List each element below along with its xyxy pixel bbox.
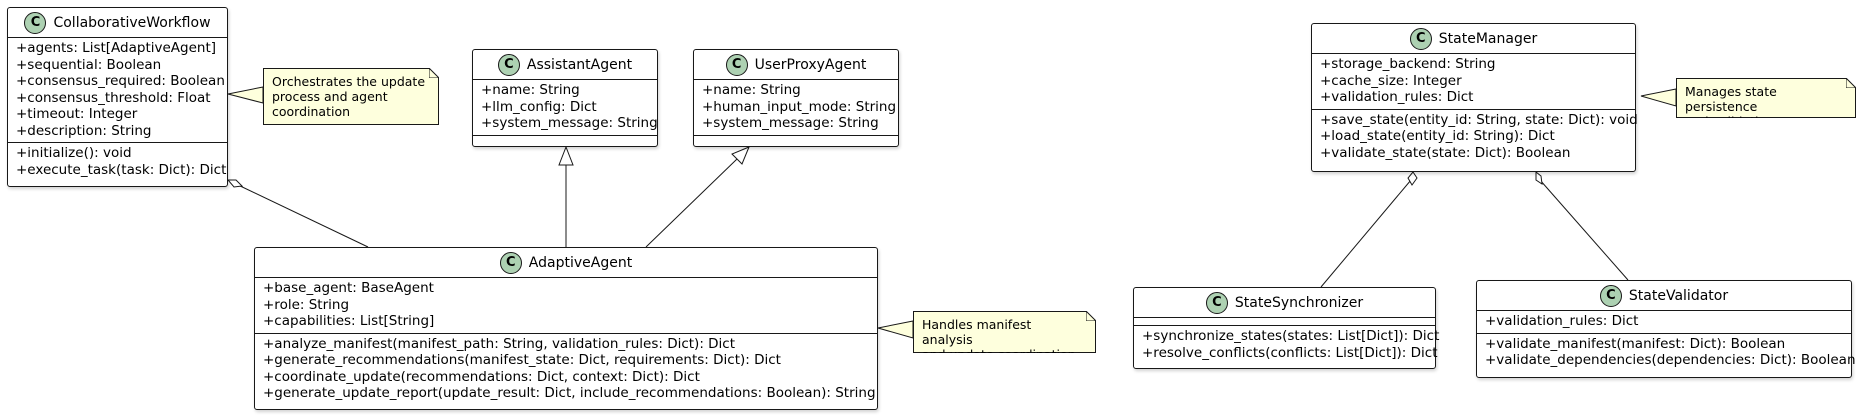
attribute: +base_agent: BaseAgent <box>263 280 434 296</box>
class-header: C AdaptiveAgent <box>255 248 877 278</box>
class-header: C UserProxyAgent <box>694 50 898 80</box>
aggregation-line-validator <box>1539 179 1629 281</box>
attribute: +role: String <box>263 296 350 313</box>
class-header: C CollaborativeWorkflow <box>8 8 227 38</box>
class-attributes: +validation_rules: Dict <box>1477 311 1851 334</box>
attribute: +validation_rules: Dict <box>1485 313 1639 329</box>
inheritance-arrow-assistant <box>558 145 574 166</box>
class-name: StateManager <box>1438 30 1538 47</box>
inheritance-arrow-userproxy <box>731 146 750 165</box>
attribute: +capabilities: List[String] <box>263 313 435 329</box>
method: +generate_update_report(update_result: D… <box>263 385 876 401</box>
inheritance-line-userproxy <box>645 158 738 248</box>
note-line: Manages state persistence <box>1685 84 1777 114</box>
attribute: +timeout: Integer <box>16 106 138 122</box>
class-name: StateValidator <box>1628 287 1729 304</box>
attribute: +agents: List[AdaptiveAgent] <box>16 40 217 56</box>
method: +initialize(): void <box>16 145 132 161</box>
method: +synchronize_states(states: List[Dict]):… <box>1142 328 1440 344</box>
note-fold-corner <box>429 68 439 78</box>
class-name: CollaborativeWorkflow <box>53 14 211 31</box>
note-line: Orchestrates the update <box>272 74 426 89</box>
method: +validate_manifest(manifest: Dict): Bool… <box>1485 335 1786 352</box>
attribute: +sequential: Boolean <box>16 56 162 73</box>
class-methods: +initialize(): void +execute_task(task: … <box>8 143 227 181</box>
method: +execute_task(task: Dict): Dict <box>16 161 227 178</box>
class-name: AssistantAgent <box>526 56 633 73</box>
note-pointer-state <box>1640 88 1677 107</box>
class-c-icon: C <box>1409 27 1432 50</box>
aggregation-line-synchronizer <box>1320 179 1412 288</box>
class-methods: +save_state(entity_id: String, state: Di… <box>1312 110 1638 165</box>
class-collaborative-workflow[interactable]: C CollaborativeWorkflow +agents: List[Ad… <box>7 7 228 187</box>
class-header: C StateValidator <box>1477 281 1851 311</box>
class-c-icon: C <box>1599 284 1622 307</box>
class-attributes: +base_agent: BaseAgent +role: String +ca… <box>255 278 877 334</box>
class-state-validator[interactable]: C StateValidator +validation_rules: Dict… <box>1476 280 1856 378</box>
class-c-icon: C <box>499 251 522 274</box>
method: +validate_state(state: Dict): Boolean <box>1320 144 1571 161</box>
note-adaptive-agent: Handles manifest analysis and update coo… <box>913 311 1096 353</box>
class-attributes <box>1134 318 1435 326</box>
method: +save_state(entity_id: String, state: Di… <box>1320 111 1638 128</box>
aggregation-line-workflow-agent <box>235 183 369 248</box>
attribute: +description: String <box>16 122 152 139</box>
method: +coordinate_update(recommendations: Dict… <box>263 368 700 385</box>
class-state-manager[interactable]: C StateManager +storage_backend: String … <box>1311 23 1638 172</box>
class-adaptive-agent[interactable]: C AdaptiveAgent +base_agent: BaseAgent +… <box>254 247 878 410</box>
class-name: UserProxyAgent <box>754 56 867 73</box>
class-methods: +synchronize_states(states: List[Dict]):… <box>1134 326 1440 364</box>
method: +resolve_conflicts(conflicts: List[Dict]… <box>1142 344 1438 361</box>
class-name: StateSynchronizer <box>1234 294 1364 311</box>
note-line: process and agent <box>272 89 388 104</box>
class-attributes: +storage_backend: String +cache_size: In… <box>1312 54 1635 110</box>
aggregation-diamond-validator <box>1535 170 1543 186</box>
note-line: Handles manifest analysis <box>922 317 1032 347</box>
note-workflow: Orchestrates the update process and agen… <box>263 68 439 125</box>
class-attributes: +name: String +llm_config: Dict +system_… <box>473 80 658 136</box>
class-methods <box>694 136 898 144</box>
attribute: +system_message: String <box>702 115 879 131</box>
note-pointer-workflow <box>227 86 264 104</box>
class-c-icon: C <box>1205 291 1228 314</box>
attribute: +llm_config: Dict <box>481 98 597 115</box>
aggregation-diamond-workflow <box>226 179 244 188</box>
method: +validate_dependencies(dependencies: Dic… <box>1485 352 1856 368</box>
class-attributes: +agents: List[AdaptiveAgent] +sequential… <box>8 38 227 143</box>
class-header: C AssistantAgent <box>473 50 657 80</box>
class-header: C StateManager <box>1312 24 1635 54</box>
aggregation-diamond-synchronizer <box>1407 171 1418 186</box>
class-attributes: +name: String +human_input_mode: String … <box>694 80 898 136</box>
attribute: +consensus_required: Boolean <box>16 73 225 89</box>
class-methods: +analyze_manifest(manifest_path: String,… <box>255 334 877 405</box>
class-c-icon: C <box>725 53 748 76</box>
attribute: +consensus_threshold: Float <box>16 89 211 106</box>
class-assistant-agent[interactable]: C AssistantAgent +name: String +llm_conf… <box>472 49 658 147</box>
class-state-synchronizer[interactable]: C StateSynchronizer +synchronize_states(… <box>1133 287 1440 369</box>
class-methods: +validate_manifest(manifest: Dict): Bool… <box>1477 334 1856 372</box>
attribute: +cache_size: Integer <box>1320 72 1462 89</box>
note-fold-corner <box>1846 78 1856 88</box>
class-methods <box>473 136 657 144</box>
class-name: AdaptiveAgent <box>528 254 633 271</box>
attribute: +name: String <box>702 82 801 98</box>
note-state-manager: Manages state persistence and validation <box>1676 78 1856 118</box>
method: +analyze_manifest(manifest_path: String,… <box>263 335 736 352</box>
note-line: coordination <box>272 104 351 119</box>
method: +load_state(entity_id: String): Dict <box>1320 128 1555 144</box>
class-user-proxy-agent[interactable]: C UserProxyAgent +name: String +human_in… <box>693 49 899 147</box>
attribute: +storage_backend: String <box>1320 56 1496 72</box>
class-header: C StateSynchronizer <box>1134 288 1435 318</box>
class-c-icon: C <box>24 11 47 34</box>
attribute: +system_message: String <box>481 115 658 131</box>
attribute: +name: String <box>481 82 580 98</box>
attribute: +validation_rules: Dict <box>1320 89 1474 105</box>
method: +generate_recommendations(manifest_state… <box>263 352 781 368</box>
attribute: +human_input_mode: String <box>702 98 897 115</box>
note-pointer-agent <box>877 320 914 339</box>
class-c-icon: C <box>497 53 520 76</box>
note-fold-corner <box>1086 311 1096 321</box>
